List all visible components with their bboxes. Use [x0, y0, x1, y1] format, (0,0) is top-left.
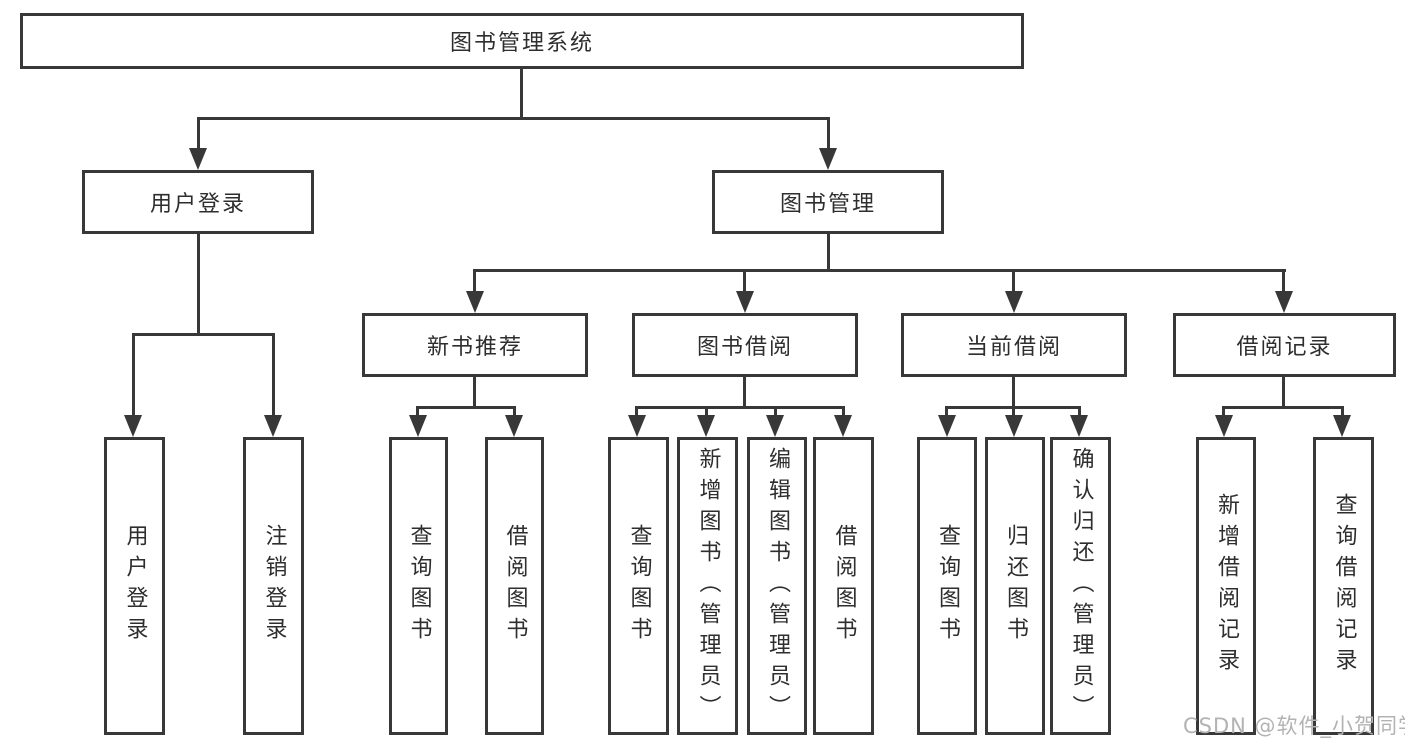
arrowhead-down-icon	[466, 291, 484, 313]
connector-line	[132, 333, 275, 336]
node-new-book-recommend: 新书推荐	[362, 313, 588, 377]
node-label: 新增图书（管理员）	[695, 446, 721, 726]
connector-line	[945, 406, 948, 419]
node-logout: 注销登录	[243, 437, 304, 735]
arrowhead-down-icon	[264, 415, 282, 437]
arrowhead-down-icon	[1275, 291, 1293, 313]
connector-line	[705, 406, 708, 419]
node-confirm-return-admin: 确认归还（管理员）	[1050, 437, 1111, 735]
connector-line	[743, 377, 746, 409]
node-label: 图书借阅	[696, 335, 793, 360]
connector-line	[473, 269, 476, 295]
node-label: 图书管理系统	[449, 31, 594, 56]
connector-line	[272, 333, 275, 419]
node-label: 查询图书	[935, 524, 960, 648]
arrowhead-down-icon	[736, 291, 754, 313]
node-book-borrow: 图书借阅	[632, 313, 858, 377]
node-label: 借阅记录	[1236, 335, 1333, 360]
arrowhead-down-icon	[1333, 415, 1351, 437]
node-borrow-records: 借阅记录	[1173, 313, 1396, 377]
connector-line	[473, 377, 476, 409]
connector-line	[1012, 377, 1015, 409]
node-user-login-leaf: 用户登录	[104, 437, 165, 735]
connector-line	[774, 406, 777, 419]
connector-line	[520, 68, 523, 118]
csdn-watermark: CSDN @软件_小贺同学	[1183, 714, 1405, 738]
connector-line	[1012, 269, 1015, 295]
node-label: 查询图书	[406, 524, 432, 648]
node-current-borrow: 当前借阅	[901, 313, 1127, 377]
connector-line	[1282, 269, 1285, 295]
connector-line	[1222, 406, 1225, 419]
connector-line	[513, 406, 516, 419]
connector-line	[1341, 406, 1344, 419]
arrowhead-down-icon	[124, 415, 142, 437]
node-label: 查询图书	[626, 524, 652, 648]
node-return-book: 归还图书	[985, 437, 1045, 735]
arrowhead-down-icon	[1070, 415, 1088, 437]
node-label: 新增借阅记录	[1214, 493, 1239, 679]
node-label: 借阅图书	[831, 524, 857, 648]
connector-line	[743, 269, 746, 295]
connector-line	[197, 117, 200, 153]
connector-line	[635, 406, 638, 419]
arrowhead-down-icon	[505, 415, 523, 437]
node-query-books-current: 查询图书	[917, 437, 977, 735]
node-label: 借阅图书	[502, 524, 528, 648]
connector-line	[827, 117, 830, 153]
node-label: 用户登录	[122, 524, 148, 648]
node-root: 图书管理系统	[20, 13, 1024, 69]
node-label: 查询借阅记录	[1331, 493, 1357, 679]
connector-line	[416, 406, 516, 409]
arrowhead-down-icon	[1005, 415, 1023, 437]
arrowhead-down-icon	[819, 148, 837, 170]
arrowhead-down-icon	[834, 415, 852, 437]
node-label: 用户登录	[149, 192, 246, 217]
arrowhead-down-icon	[697, 415, 715, 437]
node-label: 归还图书	[1003, 524, 1028, 648]
node-edit-book-admin: 编辑图书（管理员）	[747, 437, 807, 735]
arrowhead-down-icon	[409, 415, 427, 437]
node-label: 当前借阅	[965, 335, 1062, 360]
connector-line	[473, 269, 1286, 272]
node-book-management: 图书管理	[712, 170, 944, 234]
connector-line	[635, 406, 845, 409]
node-label: 注销登录	[261, 524, 287, 648]
node-borrow-books-leaf: 借阅图书	[813, 437, 874, 735]
node-label: 新书推荐	[426, 335, 523, 360]
arrowhead-down-icon	[938, 415, 956, 437]
connector-line	[1012, 406, 1015, 419]
node-query-borrow-record: 查询借阅记录	[1313, 437, 1374, 735]
node-label: 确认归还（管理员）	[1068, 446, 1094, 726]
connector-line	[1282, 377, 1285, 409]
connector-line	[197, 117, 830, 120]
node-label: 图书管理	[779, 192, 876, 217]
arrowhead-down-icon	[189, 148, 207, 170]
connector-line	[197, 234, 200, 336]
node-borrow-books-recommend: 借阅图书	[485, 437, 544, 735]
node-query-books-recommend: 查询图书	[389, 437, 448, 735]
connector-line	[416, 406, 419, 419]
node-user-login: 用户登录	[82, 170, 314, 234]
node-add-borrow-record: 新增借阅记录	[1196, 437, 1256, 735]
connector-line	[842, 406, 845, 419]
connector-line	[132, 333, 135, 419]
connector-line	[1222, 406, 1344, 409]
arrowhead-down-icon	[766, 415, 784, 437]
node-add-book-admin: 新增图书（管理员）	[677, 437, 738, 735]
connector-line	[827, 234, 830, 272]
connector-line	[1078, 406, 1081, 419]
arrowhead-down-icon	[628, 415, 646, 437]
arrowhead-down-icon	[1215, 415, 1233, 437]
arrowhead-down-icon	[1005, 291, 1023, 313]
node-label: 编辑图书（管理员）	[765, 446, 790, 726]
node-query-books-borrow: 查询图书	[608, 437, 669, 735]
